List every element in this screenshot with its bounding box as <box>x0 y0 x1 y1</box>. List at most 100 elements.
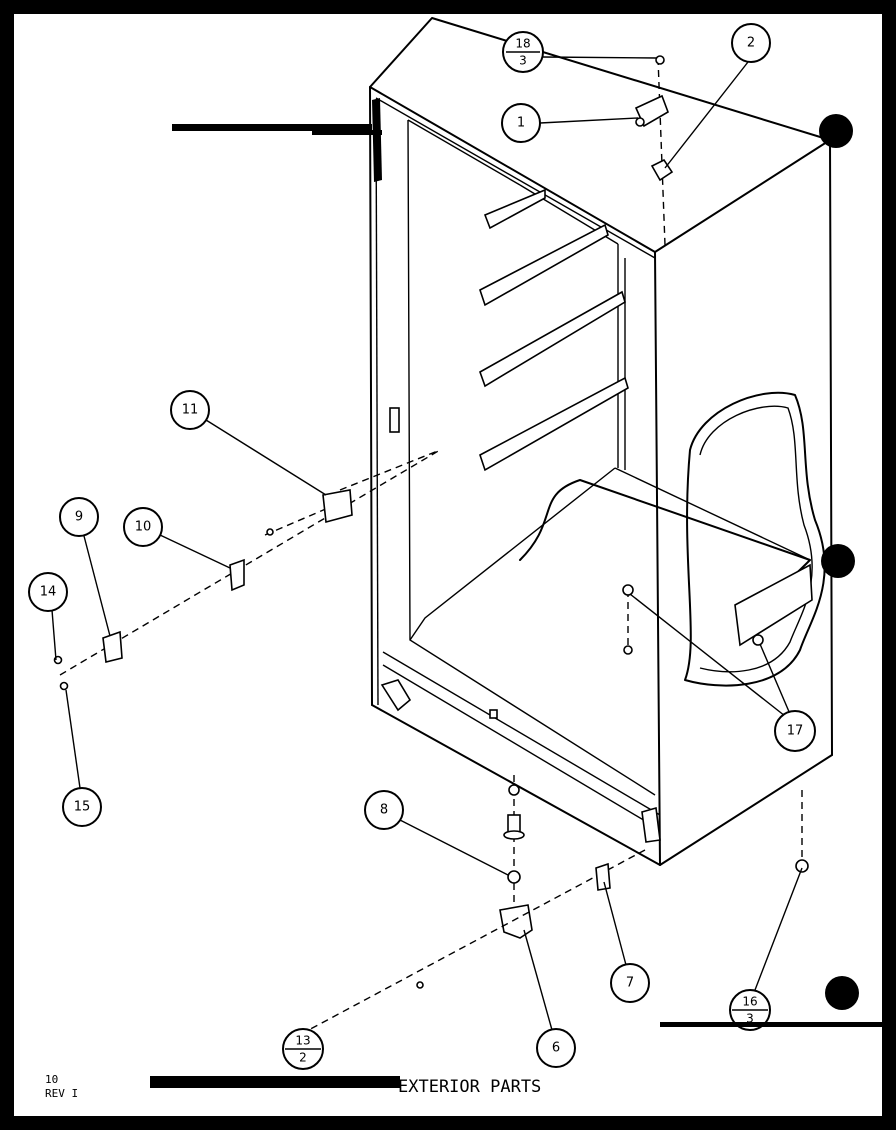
callout-16: 16 3 <box>729 989 771 1031</box>
top-hinge-screw <box>635 117 645 127</box>
callout-13-number: 13 <box>295 1034 310 1048</box>
cabinet-left-inner-edge <box>375 99 379 706</box>
door-stop-plate-part-10 <box>229 558 245 592</box>
cabinet-top-back-edge <box>369 17 831 141</box>
cabinet-bottom-right-edge <box>659 754 833 866</box>
cabinet-base-rail-top <box>382 651 661 816</box>
callout-9-label: 9 <box>75 510 83 525</box>
callout-18-number: 18 <box>515 37 530 51</box>
leader-1 <box>539 117 639 124</box>
callout-15-label: 15 <box>74 800 91 815</box>
cabinet-back-right-edge <box>829 139 833 756</box>
callout-7: 7 <box>610 963 650 1003</box>
liner-floor-right-edge <box>614 467 811 561</box>
shim-part-7 <box>595 862 611 891</box>
diagram-sheet <box>14 14 882 1116</box>
footer-page-number: 10 <box>45 1073 58 1086</box>
callout-9: 9 <box>59 497 99 537</box>
leader-17a <box>629 593 786 717</box>
callout-17-label: 17 <box>787 724 804 739</box>
callout-6-label: 6 <box>552 1041 560 1056</box>
refrigerator-cabinet <box>369 17 833 866</box>
leader-14 <box>51 609 57 661</box>
shelf-rail-2 <box>479 223 609 307</box>
callout-15: 15 <box>62 787 102 827</box>
callout-13-page: 2 <box>299 1051 307 1065</box>
leader-10 <box>159 534 231 569</box>
callout-18: 18 3 <box>502 31 544 73</box>
shelf-rail-4 <box>479 376 629 472</box>
bottom-hinge-pin-base <box>503 830 525 840</box>
callout-11-label: 11 <box>182 403 199 418</box>
callout-17: 17 <box>774 710 816 752</box>
footer-title: EXTERIOR PARTS <box>398 1077 541 1097</box>
callout-18-page: 3 <box>519 54 527 68</box>
cabinet-left-edge <box>369 86 373 706</box>
top-hinge-assembly <box>634 55 674 246</box>
crisper-screw-hole <box>623 645 633 655</box>
front-foot-left <box>380 679 412 712</box>
door-stop-axis-3 <box>264 504 336 536</box>
leader-9 <box>83 535 111 637</box>
shelf-rail-1 <box>483 188 546 230</box>
liner-top-edge <box>407 119 521 186</box>
footer-smudge <box>150 1076 400 1088</box>
top-hinge-pin-part-18 <box>655 55 665 65</box>
leader-7 <box>603 881 627 966</box>
callout-10-label: 10 <box>135 520 152 535</box>
top-hinge-centerline <box>657 57 666 246</box>
callout-14-label: 14 <box>40 585 57 600</box>
leader-2 <box>664 61 749 169</box>
base-notch <box>489 709 498 719</box>
crisper-screw-part-17 <box>622 584 634 596</box>
leader-15 <box>65 689 81 789</box>
cabinet-side-slot <box>389 407 400 433</box>
bottom-hinge-washer <box>508 784 520 796</box>
footer-revision: REV I <box>45 1087 78 1100</box>
scan-smudge <box>312 130 382 135</box>
callout-8: 8 <box>364 790 404 830</box>
screw-part-15 <box>59 681 69 691</box>
crisper-cover <box>519 479 811 606</box>
leader-11 <box>205 419 327 496</box>
door-stop-part-9 <box>102 630 123 663</box>
crisper-front <box>734 563 813 647</box>
shelf-rail-3 <box>479 290 626 388</box>
door-stop-assembly <box>53 449 441 691</box>
callout-1: 1 <box>501 103 541 143</box>
binder-hole-middle <box>821 544 855 578</box>
callout-14: 14 <box>28 572 68 612</box>
callout-11: 11 <box>170 390 210 430</box>
callout-leaders <box>51 56 803 1031</box>
callout-1-label: 1 <box>517 116 525 131</box>
washer-part-8 <box>507 870 521 884</box>
bottom-hinge-part-6 <box>499 904 533 939</box>
callout-10: 10 <box>123 507 163 547</box>
leader-8 <box>399 819 509 876</box>
callout-16-number: 16 <box>742 995 757 1009</box>
leader-16 <box>754 867 803 991</box>
leader-6 <box>523 929 553 1031</box>
liner-floor-back-edge <box>409 467 616 641</box>
callout-2-label: 2 <box>747 36 755 51</box>
callout-6: 6 <box>536 1028 576 1068</box>
binder-hole-bottom <box>825 976 859 1010</box>
callout-8-label: 8 <box>380 803 388 818</box>
door-stop-axis-2 <box>339 449 441 491</box>
evaporator-tube <box>684 391 826 687</box>
leveler-part-16 <box>795 859 809 873</box>
callout-13: 13 2 <box>282 1028 324 1070</box>
callout-16-page: 3 <box>746 1012 754 1026</box>
screw-part-13 <box>416 981 424 989</box>
scan-smudge <box>172 124 372 131</box>
bottom-hinge-assembly <box>289 584 809 1041</box>
door-stop-axis <box>59 449 441 676</box>
bottom-hinge-axis <box>289 849 646 1041</box>
crisper-screw-part-17b <box>752 634 764 646</box>
door-stop-bracket-part-11 <box>322 489 353 524</box>
cabinet-front-right-edge <box>654 251 661 866</box>
cabinet-base-rail-mid <box>382 664 658 829</box>
evaporator-tube-inner <box>699 405 813 673</box>
